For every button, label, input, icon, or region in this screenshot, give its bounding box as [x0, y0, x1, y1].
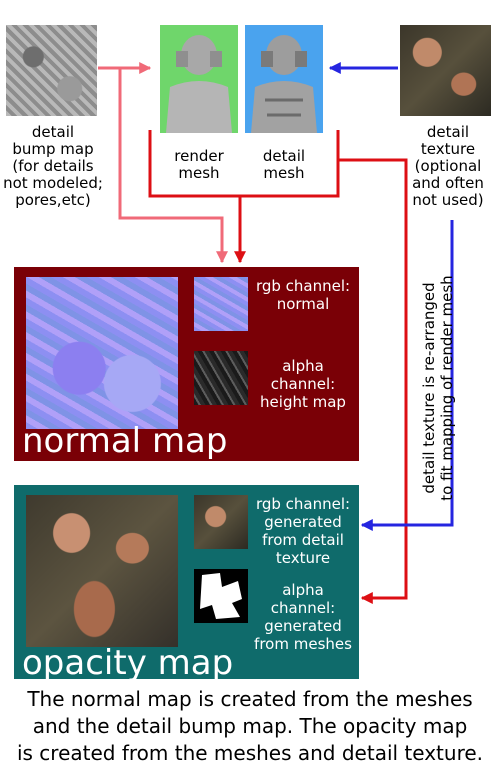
- normal-map-image: [26, 277, 178, 429]
- detail-mesh-thumbnail: [245, 25, 323, 133]
- detail-mesh-label: detail mesh: [262, 147, 306, 182]
- texture-to-opacity-arrow: [360, 220, 454, 531]
- bump-map-thumbnail: [6, 25, 97, 116]
- mesh-to-opacity-arrow: [338, 158, 408, 604]
- normal-map-panel: rgb channel: normal alpha channel: heigh…: [14, 267, 359, 461]
- normal-rgb-label: rgb channel: normal: [255, 277, 351, 313]
- opacity-alpha-label: alpha channel: generated from meshes: [254, 581, 352, 653]
- normal-alpha-label: alpha channel: height map: [260, 357, 346, 411]
- render-mesh-thumbnail: [160, 25, 238, 133]
- render-mesh-label: render mesh: [174, 147, 224, 182]
- detail-bump-map-label: detail bump map (for details not modeled…: [3, 123, 103, 209]
- opacity-map-image: [26, 495, 178, 647]
- opacity-rgb-label: rgb channel: generated from detail textu…: [255, 495, 351, 567]
- opacity-map-panel: rgb channel: generated from detail textu…: [14, 485, 359, 683]
- rearrange-note: detail texture is re-arranged to fit map…: [420, 275, 456, 501]
- detail-texture-label: detail texture (optional and often not u…: [412, 123, 484, 209]
- height-map-thumbnail: [194, 351, 248, 405]
- opacity-map-title: opacity map: [22, 643, 234, 683]
- mesh-frame-line: [148, 130, 340, 198]
- detail-texture-thumbnail: [400, 25, 491, 116]
- bottom-caption: The normal map is created from the meshe…: [16, 687, 484, 765]
- opacity-alpha-thumbnail: [194, 569, 248, 623]
- opacity-rgb-thumbnail: [194, 495, 248, 549]
- normal-map-title: normal map: [22, 421, 228, 461]
- normal-rgb-thumbnail: [194, 277, 248, 331]
- bump-to-normal-arrow: [118, 68, 228, 264]
